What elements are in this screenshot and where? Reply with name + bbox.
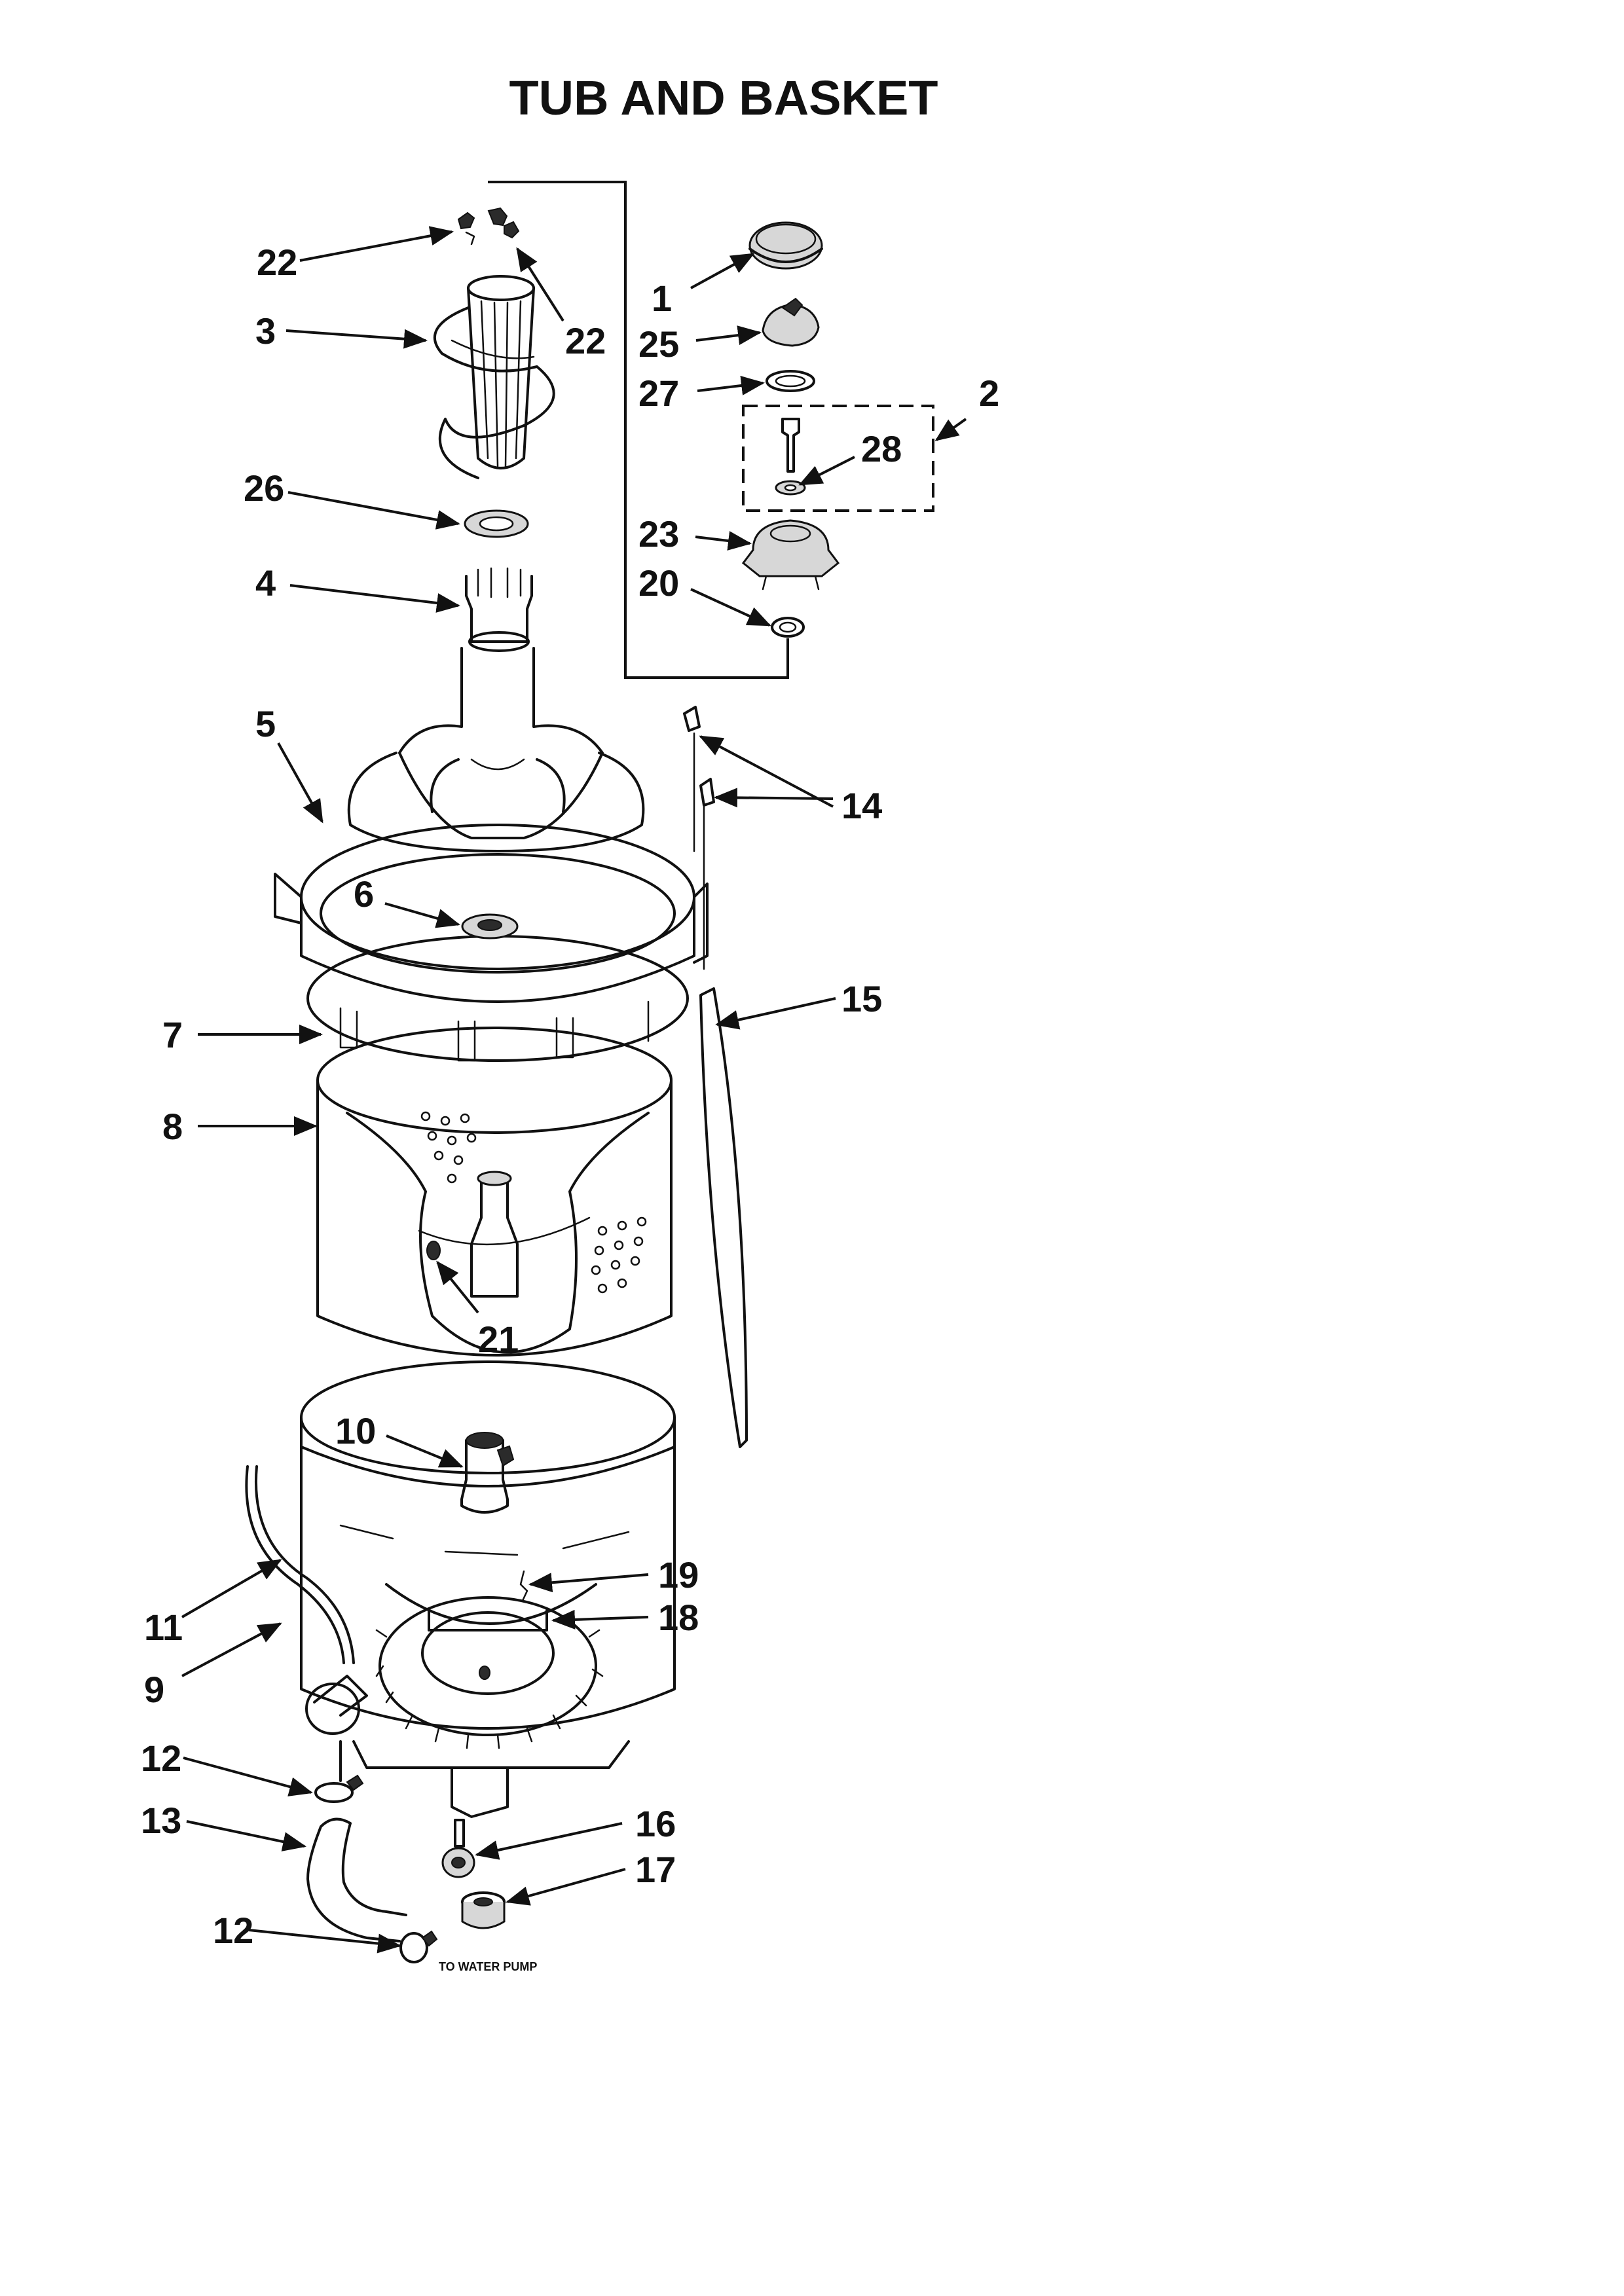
part-8-basket bbox=[316, 1027, 673, 1357]
leader-lines bbox=[181, 226, 967, 1954]
drain-port bbox=[305, 1675, 368, 1782]
part-18-gear-ring bbox=[375, 1596, 604, 1749]
callout-12-lower: 12 bbox=[213, 1910, 253, 1951]
callout-23: 23 bbox=[638, 513, 679, 555]
callout-10: 10 bbox=[335, 1410, 376, 1451]
part-10-bearing bbox=[460, 1432, 515, 1514]
part-25-cam bbox=[762, 297, 820, 347]
part-13-drain-hose bbox=[306, 1817, 407, 1942]
part-1-cap bbox=[748, 221, 823, 270]
callout-19: 19 bbox=[658, 1554, 699, 1595]
group-bracket bbox=[488, 181, 789, 679]
callout-27: 27 bbox=[638, 373, 679, 414]
callout-9: 9 bbox=[144, 1669, 164, 1710]
part-23-hub bbox=[741, 519, 840, 591]
part-11-hose bbox=[245, 1465, 355, 1664]
part-20-washer bbox=[771, 617, 805, 638]
callout-12-upper: 12 bbox=[141, 1738, 181, 1779]
part-17-nut bbox=[461, 1891, 506, 1929]
callout-13: 13 bbox=[141, 1800, 181, 1841]
callout-7: 7 bbox=[162, 1014, 183, 1055]
part-7-tub-ring bbox=[274, 824, 709, 1062]
basket-perforations-right bbox=[591, 1216, 647, 1294]
tub-mount-bracket bbox=[451, 1766, 509, 1818]
part-27-ring bbox=[766, 370, 815, 392]
callout-28: 28 bbox=[861, 428, 902, 469]
callout-20: 20 bbox=[638, 562, 679, 604]
part-28-stem bbox=[775, 418, 806, 496]
part-5-basket-top bbox=[347, 647, 645, 852]
part-26-ring bbox=[464, 509, 529, 538]
part-12-clamp-upper bbox=[314, 1774, 364, 1803]
callout-17: 17 bbox=[635, 1849, 676, 1890]
callout-26: 26 bbox=[244, 467, 284, 509]
callout-25: 25 bbox=[638, 323, 679, 365]
callout-3: 3 bbox=[255, 310, 276, 352]
callout-22-right: 22 bbox=[565, 320, 606, 361]
basket-perforations-left bbox=[420, 1111, 477, 1184]
callout-15: 15 bbox=[841, 978, 882, 1019]
part-3-auger bbox=[434, 275, 555, 479]
callout-22-left: 22 bbox=[257, 242, 297, 283]
part-15-strip bbox=[699, 987, 748, 1448]
callout-21: 21 bbox=[478, 1319, 519, 1360]
part-4-drive-block bbox=[465, 567, 533, 652]
callout-1: 1 bbox=[652, 278, 672, 319]
callout-11: 11 bbox=[144, 1607, 183, 1648]
callout-14: 14 bbox=[841, 785, 882, 826]
part-22-clips bbox=[457, 207, 520, 246]
part-16-bolt bbox=[441, 1819, 475, 1878]
callout-5: 5 bbox=[255, 703, 276, 744]
water-pump-note: TO WATER PUMP bbox=[439, 1960, 537, 1973]
part-2-kit-dashed-box bbox=[742, 405, 934, 512]
part-12-clamp-lower bbox=[399, 1930, 438, 1963]
callout-16: 16 bbox=[635, 1803, 676, 1844]
diagram-title: TUB AND BASKET bbox=[509, 71, 938, 125]
callout-labels: 22 22 3 1 25 27 2 28 23 20 26 4 5 14 6 1… bbox=[141, 242, 999, 1951]
callout-8: 8 bbox=[162, 1106, 183, 1147]
callout-6: 6 bbox=[354, 873, 374, 915]
callout-18: 18 bbox=[658, 1597, 699, 1638]
part-14-clips bbox=[683, 706, 715, 970]
part-6-center-seal bbox=[461, 913, 519, 939]
callout-2: 2 bbox=[979, 373, 999, 414]
part-19-spring bbox=[519, 1570, 528, 1602]
part-9-outer-tub bbox=[300, 1360, 676, 1769]
callout-4: 4 bbox=[255, 562, 276, 604]
